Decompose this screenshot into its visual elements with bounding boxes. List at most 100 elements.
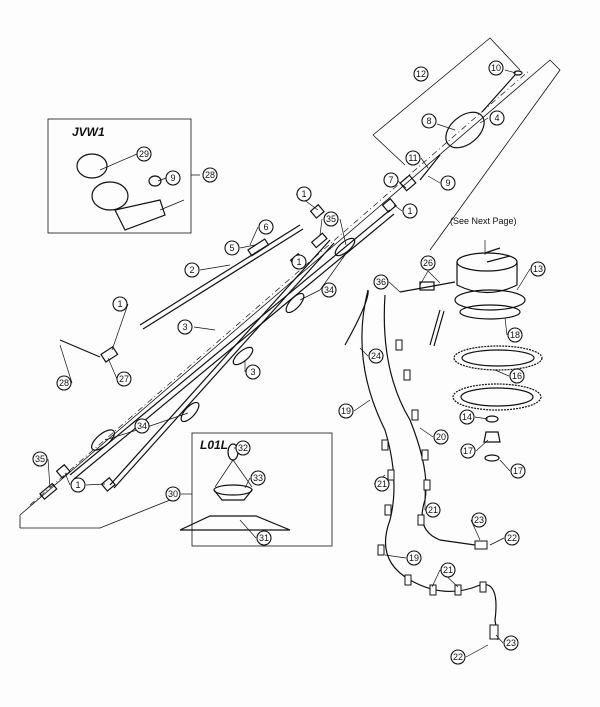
inset-jvw1-title: JVW1 xyxy=(72,125,105,139)
svg-text:19: 19 xyxy=(341,406,351,416)
svg-text:21: 21 xyxy=(377,479,387,489)
callout-22[interactable]: 22 xyxy=(504,530,520,546)
svg-text:36: 36 xyxy=(376,277,386,287)
svg-text:7: 7 xyxy=(388,175,393,185)
svg-text:14: 14 xyxy=(462,412,472,422)
inset-l01l-title: L01L xyxy=(200,438,228,452)
svg-text:20: 20 xyxy=(436,432,446,442)
callout-28[interactable]: 28 xyxy=(202,167,218,183)
callout-21[interactable]: 21 xyxy=(425,502,441,518)
callout-14[interactable]: 14 xyxy=(459,409,475,425)
svg-text:1: 1 xyxy=(75,480,80,490)
svg-text:1: 1 xyxy=(301,189,306,199)
pool-cleaner-head xyxy=(399,240,543,462)
svg-text:24: 24 xyxy=(371,351,381,361)
callout-36[interactable]: 36 xyxy=(373,274,389,290)
callout-35[interactable]: 35 xyxy=(32,451,48,467)
callout-2[interactable]: 2 xyxy=(184,262,200,278)
callout-35[interactable]: 35 xyxy=(323,211,339,227)
leader-lines xyxy=(47,69,531,658)
bracket-12 xyxy=(372,37,521,166)
hose-segments xyxy=(39,197,397,501)
callout-24[interactable]: 24 xyxy=(368,348,384,364)
callout-4[interactable]: 4 xyxy=(489,110,505,126)
callout-12[interactable]: 12 xyxy=(413,66,429,82)
svg-text:28: 28 xyxy=(59,378,69,388)
swivel-fitting xyxy=(76,153,200,231)
svg-text:9: 9 xyxy=(170,173,175,183)
svg-text:31: 31 xyxy=(259,533,269,543)
callout-31[interactable]: 31 xyxy=(256,530,272,546)
svg-text:13: 13 xyxy=(533,264,543,274)
callout-3[interactable]: 3 xyxy=(177,319,193,335)
svg-text:6: 6 xyxy=(263,222,268,232)
callout-34[interactable]: 34 xyxy=(134,418,150,434)
callout-10[interactable]: 10 xyxy=(488,60,504,76)
callout-1[interactable]: 1 xyxy=(291,254,307,270)
callouts: 12 10 8 4 11 9 7 1 1 6 35 5 1 2 34 1 3 2… xyxy=(32,60,546,665)
svg-text:8: 8 xyxy=(426,116,431,126)
svg-text:3: 3 xyxy=(182,322,187,332)
svg-text:26: 26 xyxy=(423,258,433,268)
callout-11[interactable]: 11 xyxy=(405,150,421,166)
svg-text:27: 27 xyxy=(119,374,129,384)
callout-26[interactable]: 26 xyxy=(420,255,436,271)
callout-13[interactable]: 13 xyxy=(530,261,546,277)
callout-21[interactable]: 21 xyxy=(374,476,390,492)
svg-text:5: 5 xyxy=(229,243,234,253)
svg-text:34: 34 xyxy=(137,421,147,431)
callout-1[interactable]: 1 xyxy=(402,203,418,219)
weighted-hoses xyxy=(344,289,499,641)
callout-21[interactable]: 21 xyxy=(440,562,456,578)
svg-text:9: 9 xyxy=(445,178,450,188)
svg-text:35: 35 xyxy=(326,214,336,224)
svg-text:21: 21 xyxy=(428,505,438,515)
callout-17[interactable]: 17 xyxy=(510,463,526,479)
svg-text:34: 34 xyxy=(324,285,334,295)
svg-text:3: 3 xyxy=(250,367,255,377)
callout-20[interactable]: 20 xyxy=(433,429,449,445)
callout-34[interactable]: 34 xyxy=(321,282,337,298)
svg-text:32: 32 xyxy=(238,443,248,453)
callout-7[interactable]: 7 xyxy=(383,172,399,188)
callout-28[interactable]: 28 xyxy=(56,375,72,391)
callout-9[interactable]: 9 xyxy=(165,170,181,186)
svg-text:21: 21 xyxy=(443,565,453,575)
float-bulb xyxy=(399,70,523,192)
svg-text:1: 1 xyxy=(407,206,412,216)
callout-18[interactable]: 18 xyxy=(507,327,523,343)
callout-16[interactable]: 16 xyxy=(509,368,525,384)
callout-32[interactable]: 32 xyxy=(235,440,251,456)
callout-22[interactable]: 22 xyxy=(450,649,466,665)
callout-17[interactable]: 17 xyxy=(460,443,476,459)
callout-29[interactable]: 29 xyxy=(136,146,152,162)
callout-1[interactable]: 1 xyxy=(296,186,312,202)
callout-23[interactable]: 23 xyxy=(471,512,487,528)
svg-text:4: 4 xyxy=(494,113,499,123)
inset-l01l xyxy=(191,432,333,547)
callout-19[interactable]: 19 xyxy=(406,550,422,566)
assembly-boundary xyxy=(19,59,561,529)
callout-33[interactable]: 33 xyxy=(250,470,266,486)
callout-6[interactable]: 6 xyxy=(258,219,274,235)
svg-text:22: 22 xyxy=(507,533,517,543)
callout-30[interactable]: 30 xyxy=(165,486,181,502)
svg-text:2: 2 xyxy=(189,265,194,275)
callout-5[interactable]: 5 xyxy=(224,240,240,256)
svg-text:17: 17 xyxy=(463,446,473,456)
callout-27[interactable]: 27 xyxy=(116,371,132,387)
leaf-screen xyxy=(179,443,291,531)
svg-text:1: 1 xyxy=(296,257,301,267)
svg-text:29: 29 xyxy=(139,149,149,159)
callout-9[interactable]: 9 xyxy=(440,175,456,191)
svg-text:10: 10 xyxy=(491,63,501,73)
callout-3[interactable]: 3 xyxy=(245,364,261,380)
callout-19[interactable]: 19 xyxy=(338,403,354,419)
see-next-page-note: (See Next Page) xyxy=(450,216,517,226)
svg-text:19: 19 xyxy=(409,553,419,563)
callout-1[interactable]: 1 xyxy=(112,296,128,312)
callout-1[interactable]: 1 xyxy=(70,477,86,493)
callout-8[interactable]: 8 xyxy=(421,113,437,129)
callout-23[interactable]: 23 xyxy=(503,635,519,651)
